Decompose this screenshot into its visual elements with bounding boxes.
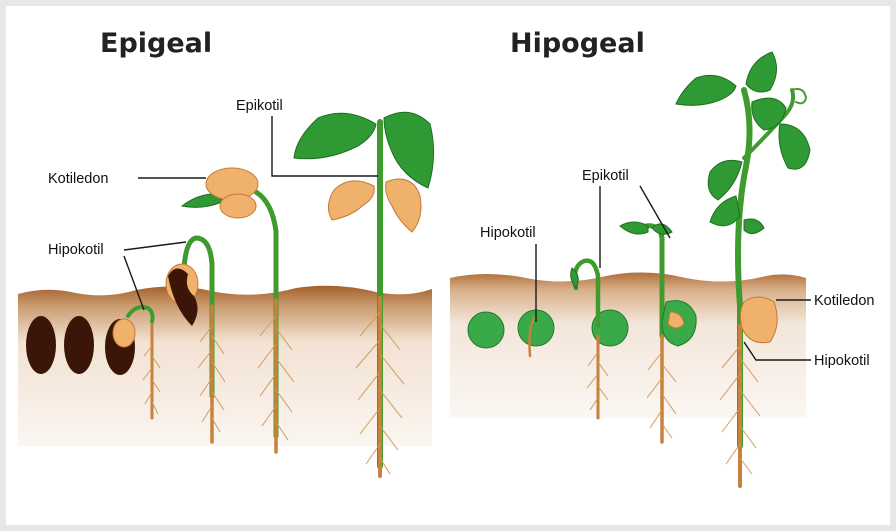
label-hipokotil-hipogeal-left: Hipokotil	[480, 225, 536, 241]
label-kotiledon-hipogeal: Kotiledon	[814, 293, 874, 309]
bean-seed	[26, 316, 56, 374]
label-hipokotil-epigeal: Hipokotil	[48, 242, 104, 258]
hipogeal-soil	[450, 272, 806, 418]
pointer-hipokotil-epigeal-a	[124, 242, 186, 250]
epigeal-title: Epigeal	[100, 28, 212, 59]
label-epikotil-hipogeal: Epikotil	[582, 168, 629, 184]
bean-seed	[64, 316, 94, 374]
hipogeal-seedling-stage-4	[676, 52, 810, 486]
hipogeal-title: Hipogeal	[510, 28, 645, 59]
label-kotiledon-epigeal: Kotiledon	[48, 171, 108, 187]
diagram-card: Epigeal	[6, 6, 890, 525]
epigeal-panel: Epigeal	[18, 28, 434, 476]
germination-diagram: Epigeal	[6, 6, 890, 525]
label-hipokotil-hipogeal-right: Hipokotil	[814, 353, 870, 369]
hipogeal-panel: Hipogeal	[450, 28, 874, 486]
label-epikotil-epigeal: Epikotil	[236, 98, 283, 114]
pea-seed	[468, 312, 504, 348]
